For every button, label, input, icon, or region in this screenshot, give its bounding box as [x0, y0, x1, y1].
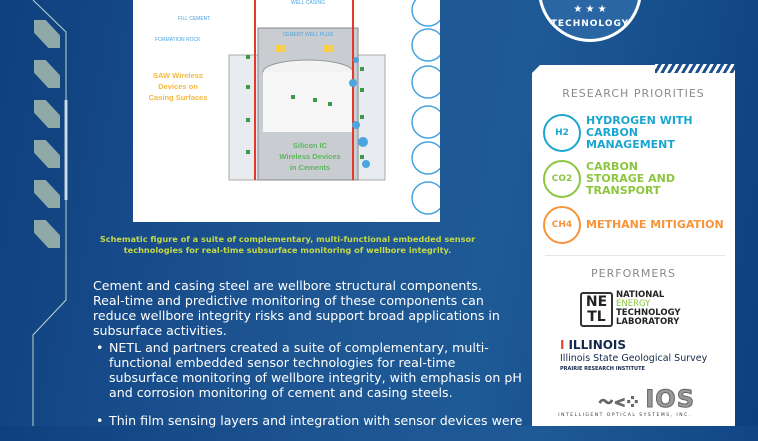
panel-stripes — [655, 64, 735, 73]
label-silicon: Silicon IC — [293, 141, 328, 150]
label-cement-well-plug: CEMENT WELL PLUG — [283, 32, 334, 38]
label-silicon: Wireless Devices — [279, 152, 340, 161]
co2-icon: CO2 — [543, 160, 581, 198]
label-fill-cement: FILL CEMENT — [178, 16, 210, 22]
bullet-list: NETL and partners created a suite of com… — [96, 340, 526, 441]
label-silicon: in Cements — [290, 163, 330, 172]
divider — [545, 255, 725, 256]
ch4-cloud-icon: CH4 — [543, 206, 581, 244]
intro-paragraph: Cement and casing steel are wellbore str… — [93, 278, 500, 338]
hydrogen-icon: H2 — [543, 114, 581, 152]
patented-technology-badge: ★ ★ ★TECHNOLOGY — [538, 0, 642, 42]
research-priorities-title: RESEARCH PRIORITIES — [562, 87, 705, 100]
ios-logo: 〜<⁘IOS INTELLIGENT OPTICAL SYSTEMS, INC. — [558, 385, 695, 419]
label-saw: Casing Surfaces — [149, 93, 208, 102]
bullet-item: NETL and partners created a suite of com… — [96, 340, 526, 400]
figure-caption: Schematic figure of a suite of complemen… — [99, 234, 476, 255]
label-saw: Devices on — [158, 82, 198, 91]
wellbore-figure: WELL CASING FILL CEMENT FORMATION ROCK C… — [133, 0, 445, 222]
performers-title: PERFORMERS — [591, 267, 676, 280]
label-saw: SAW Wireless — [153, 71, 203, 80]
decorative-frame — [32, 0, 68, 426]
bullet-item: Thin film sensing layers and integration… — [96, 413, 526, 428]
label-formation-rock: FORMATION ROCK — [155, 37, 201, 43]
label-well-casing: WELL CASING — [291, 0, 325, 6]
